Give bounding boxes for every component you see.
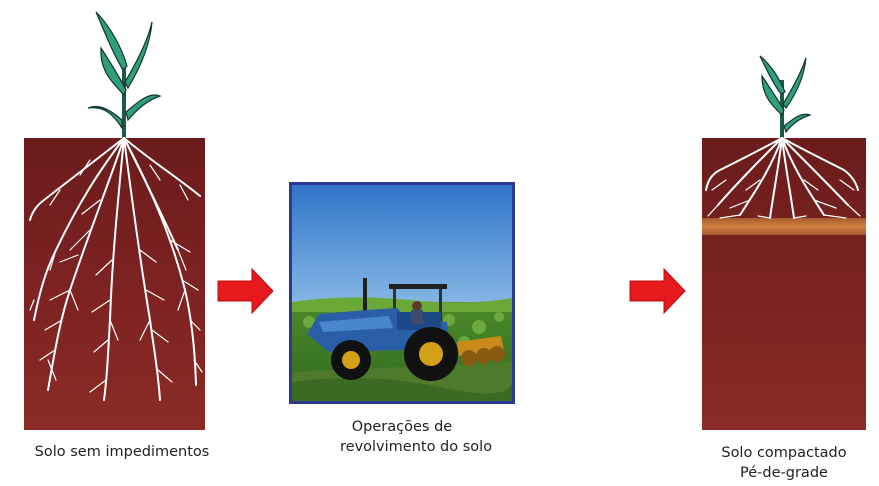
- arrow-right-icon: [628, 266, 688, 316]
- caption-tillage-line1: Operações de: [351, 419, 453, 435]
- caption-compacted: Solo compactado Pé-de-grade: [702, 443, 866, 483]
- caption-unimpeded: Solo sem impedimentos: [34, 444, 210, 460]
- soil-panel-compacted: [690, 40, 879, 430]
- compacted-layer: [702, 218, 866, 235]
- plant-icon: [759, 55, 812, 138]
- caption-tillage-line2: revolvimento do solo: [340, 439, 493, 455]
- caption-compacted-line2: Pé-de-grade: [740, 465, 828, 481]
- caption-tillage: Operações de revolvimento do solo: [340, 417, 493, 457]
- tillage-photo: [289, 182, 515, 404]
- soil-block: [24, 138, 205, 430]
- tractor-icon: [307, 278, 505, 381]
- soil-panel-unimpeded: [0, 0, 240, 430]
- plant-icon: [87, 11, 162, 138]
- arrow-right-icon: [216, 266, 276, 316]
- roots-icon: [29, 137, 203, 401]
- roots-icon: [705, 137, 861, 219]
- caption-compacted-line1: Solo compactado: [721, 445, 847, 461]
